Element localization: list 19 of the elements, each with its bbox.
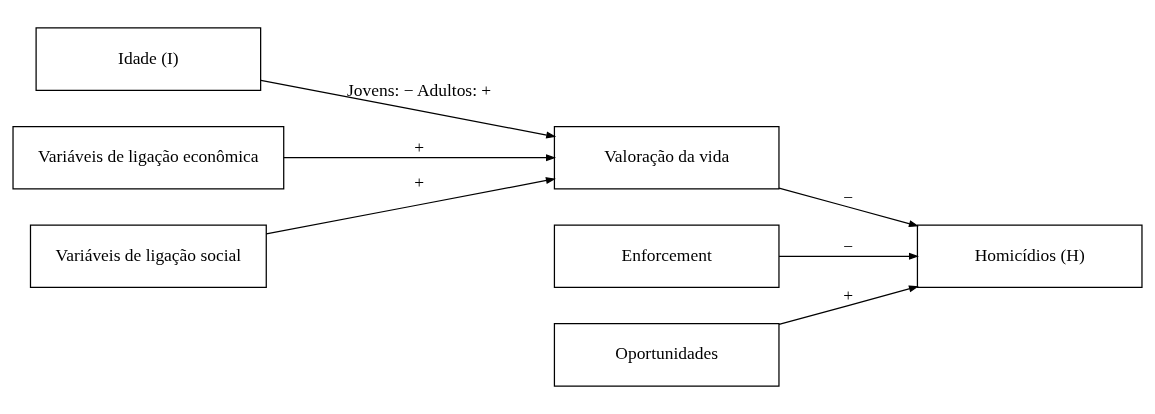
- edge-label: +: [843, 285, 854, 306]
- edge-label: Jovens: − Adultos: +: [346, 79, 492, 100]
- arrow: [265, 177, 556, 235]
- edge-label: −: [843, 186, 854, 207]
- arrow: [778, 187, 919, 228]
- edge-label: +: [414, 171, 424, 192]
- edge-label: −: [843, 235, 854, 256]
- node-box: Variáveis de ligação econômica: [12, 125, 285, 190]
- node-box: Enforcement: [553, 224, 780, 289]
- node-box: Oportunidades: [553, 323, 780, 387]
- arrow: [778, 285, 919, 326]
- node-box: Valoração da vida: [553, 125, 780, 190]
- arrow: [260, 79, 557, 139]
- arrow: [283, 154, 557, 162]
- node-box: Variáveis de ligação social: [29, 224, 267, 289]
- node-box: Idade (I): [35, 27, 262, 91]
- arrow: [778, 252, 919, 260]
- edge-label: +: [414, 136, 424, 157]
- node-box: Homicídios (H): [916, 224, 1143, 289]
